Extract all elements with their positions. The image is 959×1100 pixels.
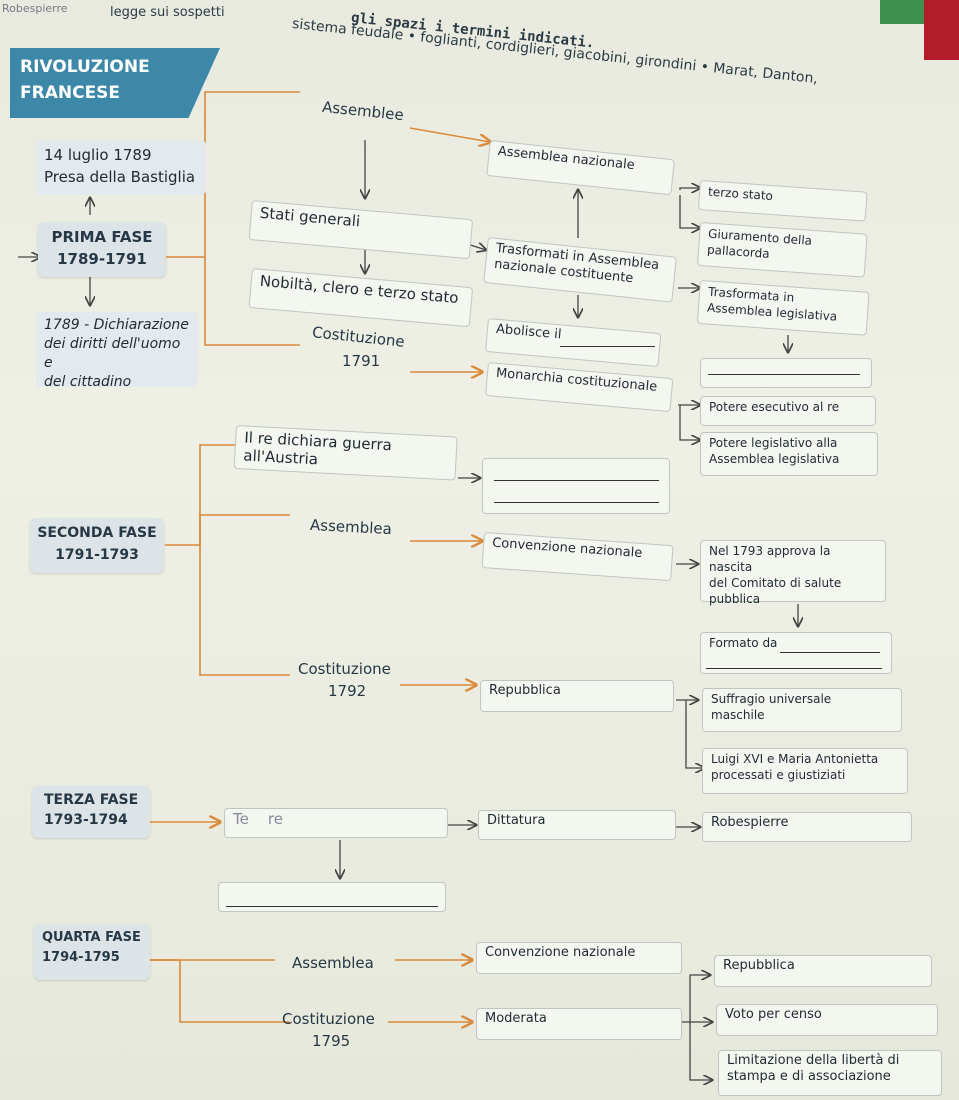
potere-legislativo-line-1: Potere legislativo alla [709, 436, 838, 450]
stati-generali-text: Stati generali [259, 203, 361, 231]
repubblica-4-box: Repubblica [714, 955, 932, 987]
terzo-stato-text: terzo stato [707, 184, 774, 204]
cut-text: Robespierre [2, 2, 68, 15]
costituzione-1795-label: Costituzione [282, 1010, 375, 1028]
phase-2-years: 1791-1793 [55, 547, 139, 563]
assemblea-4-label: Assemblea [292, 954, 374, 972]
event-date: 14 luglio 1789 [44, 146, 152, 164]
title-line-1: RIVOLUZIONE [20, 57, 150, 77]
costituzione-1795-year: 1795 [312, 1032, 351, 1050]
phase-2-box: SECONDA FASE 1791-1793 [30, 518, 164, 573]
cut-text-law: legge sui sospetti [110, 5, 225, 20]
page-corner [880, 0, 924, 24]
comitato-line-3: pubblica [709, 592, 761, 606]
terrore-box: Te re [224, 808, 448, 838]
limitazione-box: Limitazione della libertà di stampa e di… [718, 1050, 942, 1096]
formato-da-text: Formato da [709, 636, 778, 650]
voto-text: Voto per censo [725, 1007, 822, 1022]
convenzione-4-text: Convenzione nazionale [485, 945, 636, 960]
potere-legislativo-box: Potere legislativo alla Assemblea legisl… [700, 432, 878, 476]
repubblica-2-text: Repubblica [489, 683, 561, 698]
comitato-line-1: Nel 1793 approva la nascita [709, 544, 831, 574]
blank-line-2b [494, 502, 659, 503]
formato-da-box: Formato da [700, 632, 892, 674]
blank-line-3 [226, 906, 438, 907]
page-title: RIVOLUZIONE FRANCESE [10, 48, 220, 118]
formato-blank-2 [706, 668, 882, 669]
repubblica-4-text: Repubblica [723, 958, 795, 973]
repubblica-2-box: Repubblica [480, 680, 674, 712]
potere-esecutivo-text: Potere esecutivo al re [709, 400, 840, 414]
title-line-2: FRANCESE [20, 83, 121, 103]
terrore-text: Te re [233, 810, 283, 828]
costituzione-1792-year: 1792 [328, 682, 367, 700]
event-box: 14 luglio 1789 Presa della Bastiglia [36, 140, 206, 195]
luigi-box: Luigi XVI e Maria Antonietta processati … [702, 748, 908, 794]
robespierre-box: Robespierre [702, 812, 912, 842]
blank-line-1 [708, 374, 860, 375]
phase-4-label: QUARTA FASE [42, 930, 141, 945]
phase-1-label: PRIMA FASE [51, 228, 153, 246]
declaration-box: 1789 - Dichiarazione dei diritti dell'uo… [36, 312, 198, 390]
convenzione-4-box: Convenzione nazionale [476, 942, 682, 974]
potere-legislativo-line-2: Assemblea legislativa [709, 452, 840, 466]
moderata-box: Moderata [476, 1008, 682, 1040]
declaration-line-2: dei diritti dell'uomo e [44, 336, 181, 371]
blank-box-2 [482, 458, 670, 514]
formato-blank-1 [780, 652, 880, 653]
phase-1-box: PRIMA FASE 1789-1791 [38, 222, 166, 277]
voto-box: Voto per censo [716, 1004, 938, 1036]
suffragio-box: Suffragio universale maschile [702, 688, 902, 732]
book-binding [924, 0, 959, 60]
suffragio-line-2: maschile [711, 708, 765, 722]
blank-box-1 [700, 358, 872, 388]
phase-1-years: 1789-1791 [57, 250, 147, 268]
dittatura-text: Dittatura [487, 813, 546, 828]
luigi-line-1: Luigi XVI e Maria Antonietta [711, 752, 879, 766]
dittatura-box: Dittatura [478, 810, 676, 840]
comitato-box: Nel 1793 approva la nascita del Comitato… [700, 540, 886, 606]
phase-4-years: 1794-1795 [42, 950, 120, 965]
potere-esecutivo-box: Potere esecutivo al re [700, 396, 876, 426]
declaration-line-1: 1789 - Dichiarazione [44, 317, 189, 333]
comitato-line-2: del Comitato di salute [709, 576, 842, 590]
abolisce-blank [560, 346, 655, 347]
phase-3-years: 1793-1794 [44, 812, 128, 828]
costituzione-1791-year: 1791 [342, 352, 381, 370]
declaration-line-3: del cittadino [44, 374, 132, 390]
event-name: Presa della Bastiglia [44, 168, 196, 186]
suffragio-line-1: Suffragio universale [711, 692, 832, 706]
limitazione-line-2: stampa e di associazione [727, 1069, 891, 1084]
costituzione-1792-label: Costituzione [298, 660, 391, 678]
abolisce-text: Abolisce il [495, 321, 563, 343]
limitazione-line-1: Limitazione della libertà di [727, 1053, 900, 1068]
phase-2-label: SECONDA FASE [37, 525, 157, 541]
robespierre-text: Robespierre [711, 815, 789, 830]
phase-3-label: TERZA FASE [44, 792, 139, 808]
blank-box-3 [218, 882, 446, 912]
phase-4-box: QUARTA FASE 1794-1795 [34, 924, 150, 980]
luigi-line-2: processati e giustiziati [711, 768, 846, 782]
moderata-text: Moderata [485, 1011, 547, 1026]
phase-3-box: TERZA FASE 1793-1794 [32, 786, 150, 838]
blank-line-2a [494, 480, 659, 481]
